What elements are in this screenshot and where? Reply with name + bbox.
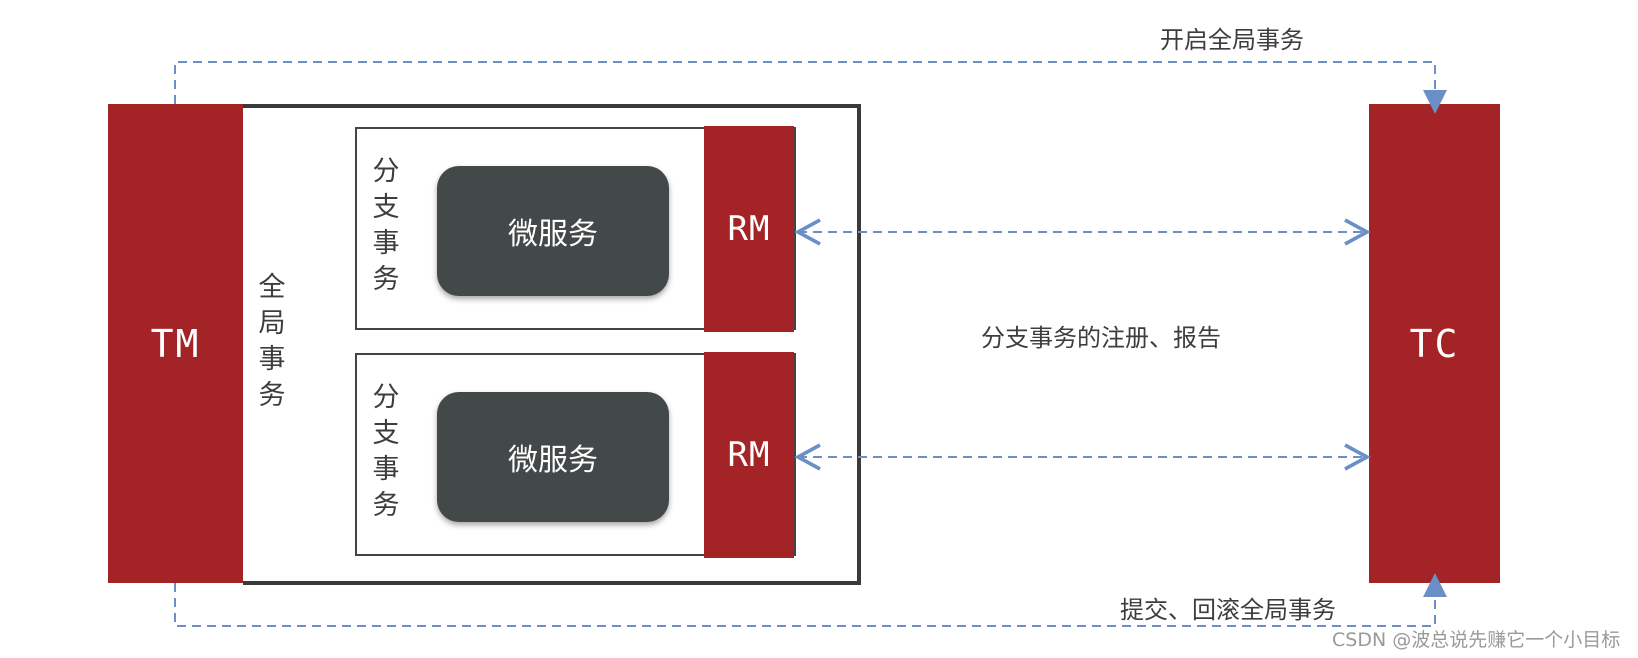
branch-register-caption: 分支事务的注册、报告 xyxy=(981,324,1221,352)
watermark: CSDN @波总说先赚它一个小目标 xyxy=(1332,629,1621,651)
rm-block: RM xyxy=(704,352,794,558)
begin-global-caption: 开启全局事务 xyxy=(1160,26,1304,54)
microservice-block: 微服务 xyxy=(437,392,669,522)
commit-rollback-arrow xyxy=(174,573,1447,627)
tm-label: TM xyxy=(150,321,201,366)
tc-label: TC xyxy=(1409,321,1460,366)
rm-label: RM xyxy=(727,435,771,475)
branch-transaction-label: 分支事务 xyxy=(372,382,400,521)
rm-label: RM xyxy=(727,209,771,249)
rm-block: RM xyxy=(704,126,794,332)
microservice-block: 微服务 xyxy=(437,166,669,296)
branch-transaction-label: 分支事务 xyxy=(372,156,400,295)
tc-block: TC xyxy=(1369,104,1500,583)
tm-block: TM xyxy=(108,104,243,583)
begin-global-arrow xyxy=(174,61,1447,114)
commit-rollback-caption: 提交、回滚全局事务 xyxy=(1120,596,1336,624)
global-transaction-label: 全局事务 xyxy=(258,272,286,411)
